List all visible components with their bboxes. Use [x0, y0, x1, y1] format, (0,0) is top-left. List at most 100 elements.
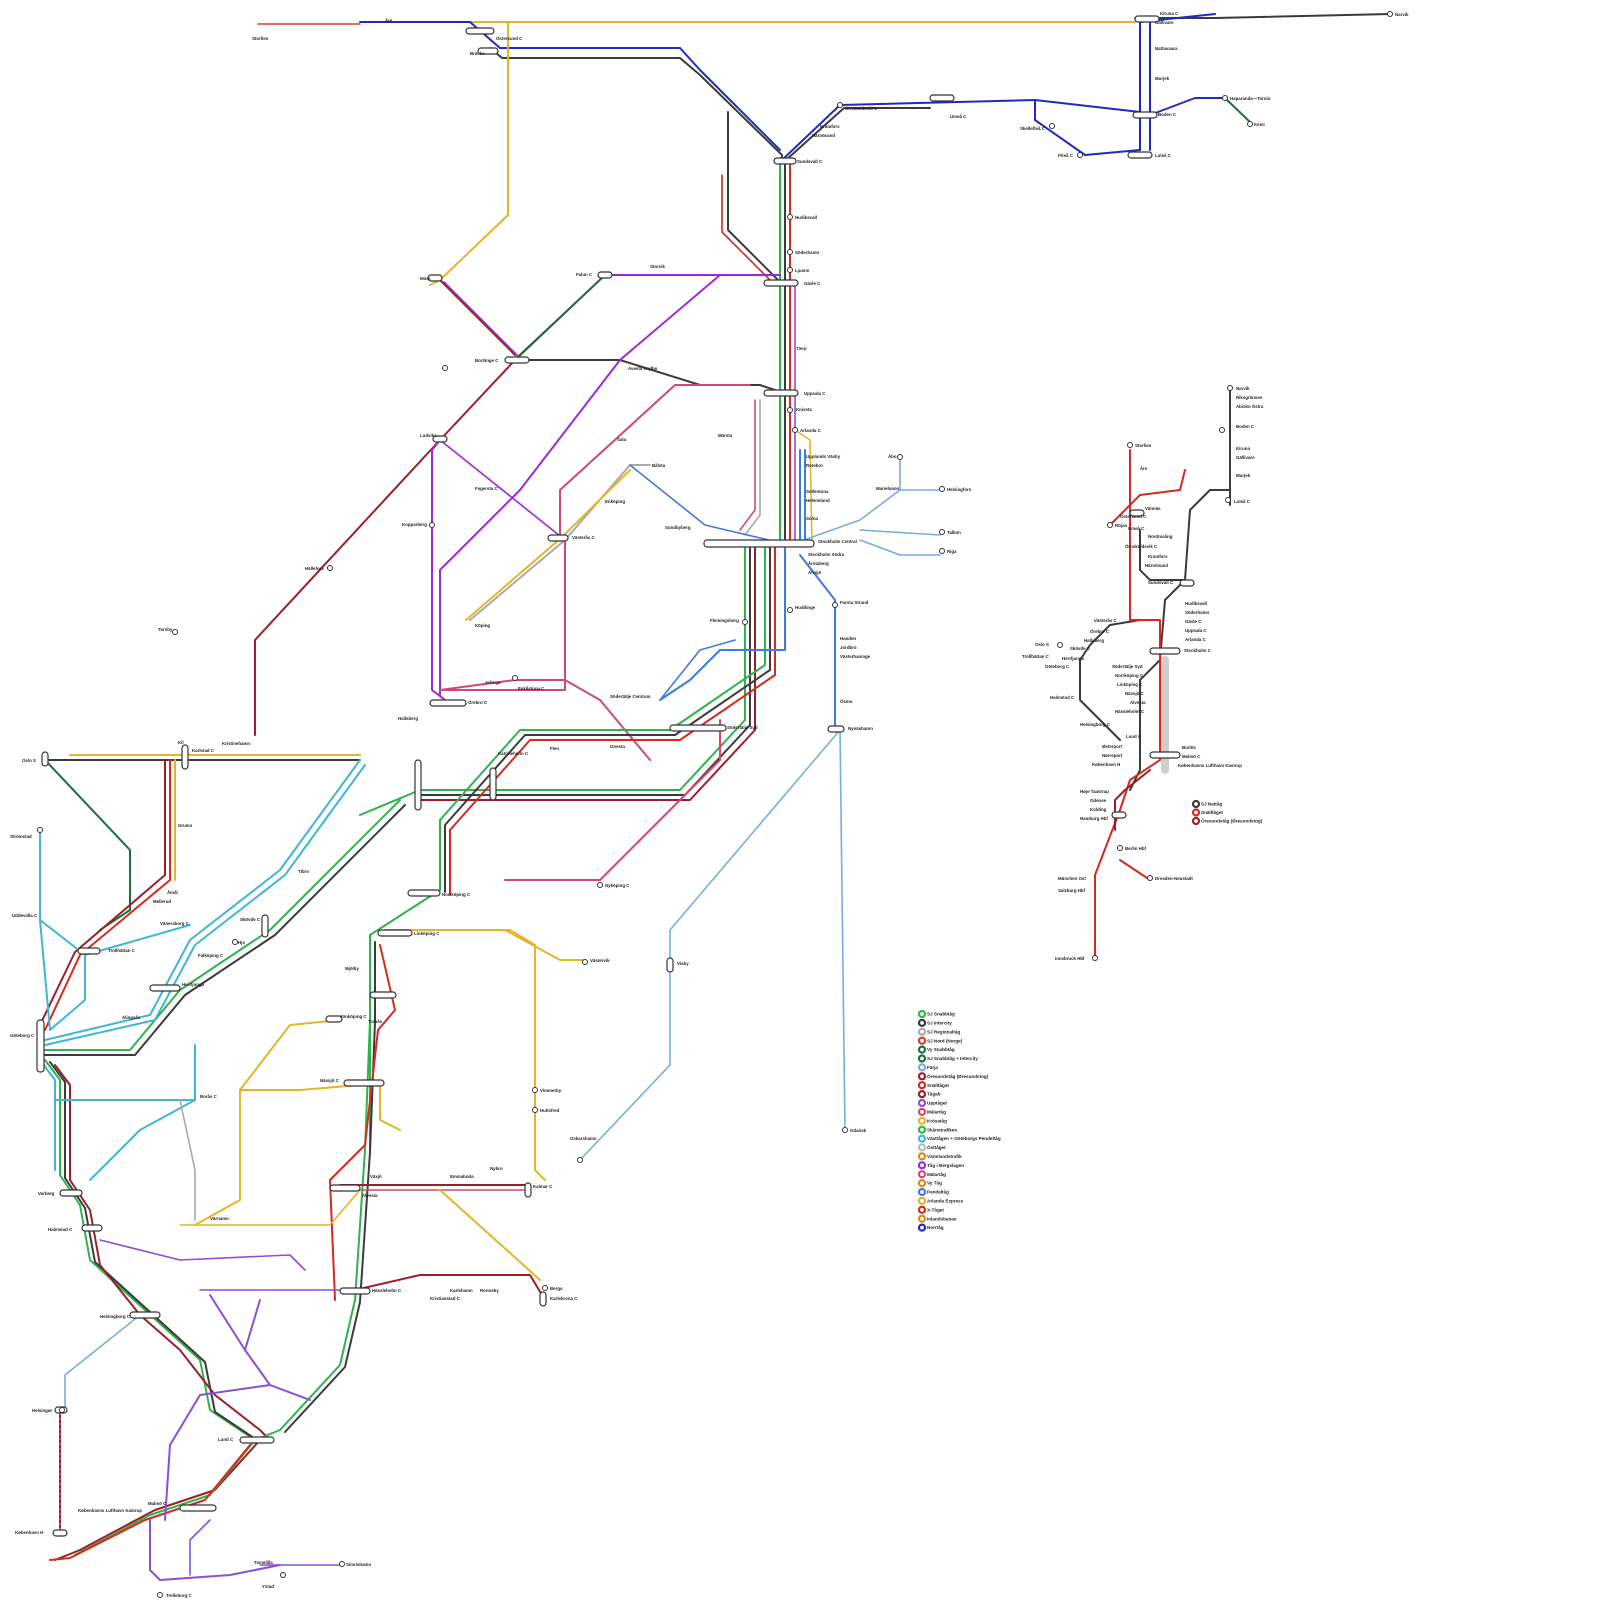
interchange-karlskrona[interactable] [540, 1292, 546, 1306]
inset-station-innsbruck[interactable] [1093, 956, 1098, 961]
interchange-halmstad[interactable] [82, 1225, 102, 1231]
inset-station-boden[interactable] [1220, 428, 1225, 433]
station-nykoping[interactable] [598, 883, 603, 888]
interchange-sodertalje[interactable] [670, 725, 726, 731]
interchange-uppsala[interactable] [764, 390, 798, 396]
interchange-skovde[interactable] [262, 915, 268, 937]
interchange-ostersund[interactable] [466, 28, 494, 34]
station-ornskoldsvik[interactable] [838, 103, 843, 108]
interchange-katrineholm[interactable] [490, 768, 496, 800]
station-torsby[interactable] [173, 630, 178, 635]
inset-bar-malmo[interactable] [1150, 752, 1180, 758]
station-eskilstuna[interactable] [513, 676, 518, 681]
station-vastervik[interactable] [583, 960, 588, 965]
inset-label-orebro: Örebro C [1090, 629, 1110, 634]
station-flemingsberg[interactable] [743, 620, 748, 625]
interchange-helsingborg[interactable] [130, 1312, 160, 1318]
station-helsingor[interactable] [60, 1408, 65, 1413]
station-oskarshamn[interactable] [578, 1158, 583, 1163]
interchange-falun[interactable] [598, 272, 612, 278]
interchange-lulea[interactable] [1128, 152, 1152, 158]
station-riga[interactable] [940, 549, 945, 554]
inset-label-riksgransen: Riksgränsen [1236, 395, 1263, 400]
interchange-hallsberg[interactable] [415, 760, 421, 810]
inset-station-narvik[interactable] [1228, 386, 1233, 391]
station-ljusne[interactable] [788, 268, 793, 273]
inset-station-berlin[interactable] [1118, 846, 1123, 851]
inset-station-lulea[interactable] [1226, 498, 1231, 503]
label-stockholm: Stockholm Central [818, 539, 857, 544]
interchange-hassleholm[interactable] [340, 1288, 370, 1294]
station-hultsfred[interactable] [533, 1108, 538, 1113]
route-haparanda [1225, 98, 1250, 122]
interchange-umea[interactable] [930, 95, 954, 101]
station-helsingfors[interactable] [940, 487, 945, 492]
interchange-herrljunga[interactable] [150, 985, 180, 991]
station-gdansk[interactable] [843, 1128, 848, 1133]
interchange-kalmar[interactable] [525, 1183, 531, 1197]
station-farsta[interactable] [833, 603, 838, 608]
interchange-stockholm[interactable] [704, 540, 814, 547]
label-tallinn: Tallinn [947, 530, 961, 535]
interchange-linkoping[interactable] [378, 930, 412, 936]
station-hudiksvall[interactable] [788, 215, 793, 220]
inset-bar-sundsvall[interactable] [1180, 580, 1194, 586]
station-kemi[interactable] [1248, 122, 1253, 127]
station-narvik[interactable] [1388, 12, 1393, 17]
station-berga[interactable] [543, 1286, 548, 1291]
interchange-gavle[interactable] [764, 280, 798, 286]
station-tumba[interactable] [788, 608, 793, 613]
interchange-orebro[interactable] [430, 700, 466, 706]
station-soderhamn[interactable] [788, 250, 793, 255]
interchange-nynashamn[interactable] [828, 726, 844, 732]
inset-station-dresden[interactable] [1148, 876, 1153, 881]
interchange-mjolby[interactable] [370, 992, 396, 998]
station-hallefors[interactable] [328, 566, 333, 571]
interchange-oslo[interactable] [42, 752, 48, 766]
station-trelleborg[interactable] [158, 1593, 163, 1598]
interchange-kobenhavn[interactable] [53, 1530, 67, 1536]
legend-label: SJ Nattåg [1201, 801, 1222, 807]
interchange-nassjo[interactable] [344, 1080, 384, 1086]
inset-bar-stockholm[interactable] [1150, 648, 1180, 654]
station-haparanda[interactable] [1223, 96, 1228, 101]
interchange-borlange[interactable] [505, 357, 529, 363]
interchange-goteborg[interactable] [37, 1020, 44, 1072]
interchange-visby[interactable] [667, 958, 673, 972]
interchange-norrkoping[interactable] [408, 890, 440, 896]
interchange-lund[interactable] [240, 1437, 274, 1443]
inset-station-storlien[interactable] [1128, 443, 1133, 448]
interchange-malmo[interactable] [180, 1505, 216, 1511]
inset-label-vasteras: Västerås C [1094, 618, 1118, 623]
station-vimmerby[interactable] [533, 1088, 538, 1093]
label-hjo: Hjo [238, 940, 245, 945]
legend-label: Norrtåg [927, 1224, 944, 1230]
interchange-trollhattan[interactable] [78, 948, 100, 954]
label-torsby: Torsby [158, 627, 173, 632]
station-ystad[interactable] [281, 1573, 286, 1578]
station-skelleftea[interactable] [1050, 124, 1055, 129]
station-knivsta[interactable] [788, 408, 793, 413]
legend-swatch [919, 1029, 925, 1035]
interchange-sundsvall[interactable] [774, 158, 796, 164]
station-tallinn[interactable] [940, 530, 945, 535]
station-arlanda[interactable] [793, 428, 798, 433]
label-norrkoping: Norrköping C [442, 892, 471, 897]
station-malung[interactable] [443, 366, 448, 371]
station-stromstad[interactable] [38, 828, 43, 833]
label-herrljunga: Herrljunga [182, 982, 205, 987]
interchange-boden[interactable] [1133, 112, 1157, 118]
station-kopparberg[interactable] [430, 523, 435, 528]
interchange-karlstad[interactable] [182, 745, 188, 769]
inset-station-rojan[interactable] [1108, 523, 1113, 528]
station-abo[interactable] [898, 455, 903, 460]
inset-bar-hamburg[interactable] [1112, 812, 1126, 818]
route-uppsala-ring-2 [745, 400, 760, 535]
inset-station-oslo[interactable] [1058, 643, 1063, 648]
interchange-alvesta[interactable] [330, 1185, 360, 1191]
interchange-vasteras[interactable] [548, 535, 568, 541]
station-simrishamn[interactable] [340, 1562, 345, 1567]
station-hjo[interactable] [233, 940, 238, 945]
interchange-varberg[interactable] [60, 1190, 82, 1196]
station-pitea[interactable] [1078, 153, 1083, 158]
